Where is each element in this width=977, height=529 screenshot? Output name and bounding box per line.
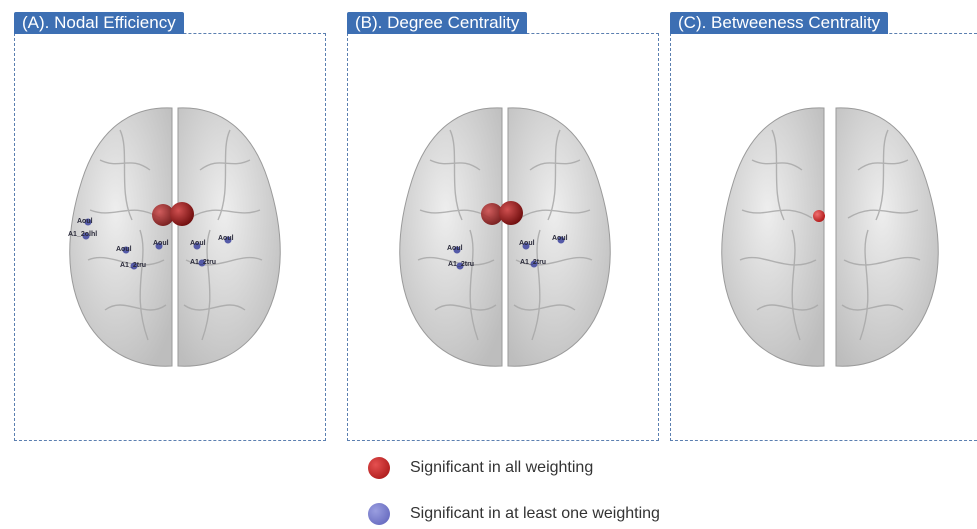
node-label: Aoul (447, 245, 463, 252)
panel-c-title: (C). Betweeness Centrality (670, 12, 888, 34)
blue-sphere-icon (368, 503, 390, 525)
node-label: A1_2tru (448, 261, 474, 268)
node-label: Aoul (153, 240, 169, 247)
node-label: Aoul (190, 240, 206, 247)
right-hemisphere (836, 108, 938, 366)
red-node (170, 202, 194, 226)
node-label: A1_2tru (120, 262, 146, 269)
brain-b-image: Aoul A1_2tru Aoul Aoul A1_2tru (390, 100, 620, 375)
legend-label: Significant in at least one weighting (410, 505, 660, 523)
red-sphere-icon (368, 457, 390, 479)
legend-label: Significant in all weighting (410, 459, 593, 477)
left-hemisphere (400, 108, 502, 366)
legend-item-all-weighting: Significant in all weighting (368, 456, 593, 480)
brain-c-image (712, 100, 950, 375)
node-label: A1_2tru (190, 259, 216, 266)
node-label: A1_2olhl (68, 231, 97, 238)
node-label: Aoul (519, 240, 535, 247)
legend-item-one-weighting: Significant in at least one weighting (368, 502, 660, 526)
red-node (813, 210, 825, 222)
red-node (499, 201, 523, 225)
node-label: Aoul (77, 218, 93, 225)
brain-a-image: Aoul A1_2olhl Aoul A1_2tru Aoul Aoul Aou… (60, 100, 290, 375)
panel-a-title: (A). Nodal Efficiency (14, 12, 184, 34)
node-label: Aoul (218, 235, 234, 242)
node-label: A1_2tru (520, 259, 546, 266)
node-label: Aoul (552, 235, 568, 242)
panel-b-title: (B). Degree Centrality (347, 12, 527, 34)
node-label: Aoul (116, 246, 132, 253)
left-hemisphere (722, 108, 824, 366)
